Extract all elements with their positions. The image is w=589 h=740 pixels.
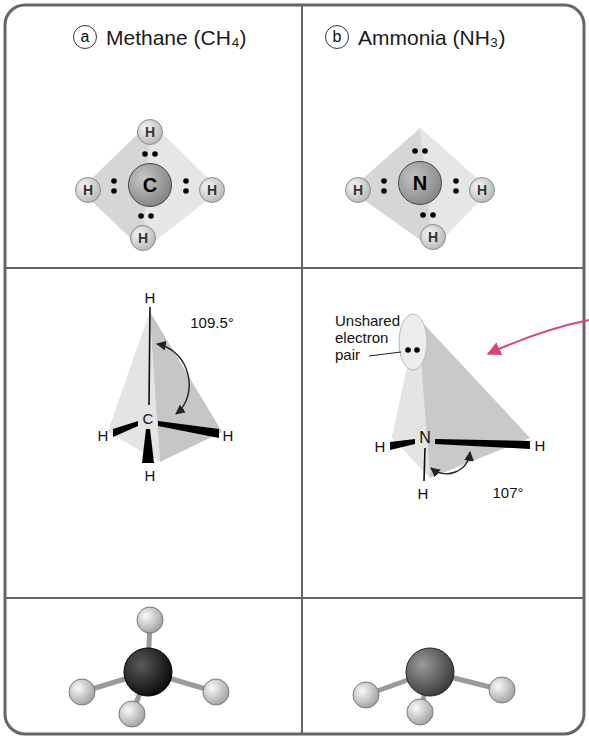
electron-dot xyxy=(453,188,459,194)
hydrogen-ball xyxy=(137,607,163,633)
panel-divider xyxy=(301,6,303,733)
wedge-bond xyxy=(113,421,138,437)
electron-dot xyxy=(111,178,117,184)
atom-letter: H xyxy=(83,183,93,197)
atom-letter: H xyxy=(145,125,155,139)
atom-letter: N xyxy=(413,173,427,193)
atom-label: H xyxy=(375,438,386,455)
angle-arrow xyxy=(431,452,470,474)
hydrogen-atom: H xyxy=(130,225,156,251)
wedge-bond xyxy=(158,421,219,438)
electron-dot xyxy=(183,178,189,184)
electron-dot xyxy=(183,188,189,194)
angle-arrow xyxy=(157,344,189,414)
hydrogen-ball xyxy=(407,699,433,725)
electron-dot xyxy=(111,188,117,194)
electron-dot xyxy=(152,151,158,157)
atom-label: H xyxy=(98,427,109,444)
panel-heading: Ammonia (NH₃) xyxy=(358,27,505,48)
atom-letter: b xyxy=(333,29,342,45)
annotation-arrow xyxy=(488,320,589,354)
wedge-bond xyxy=(390,439,415,450)
electron-dot xyxy=(412,148,418,154)
panel-frame xyxy=(5,5,584,734)
hydrogen-ball xyxy=(119,701,145,727)
atom-label: H xyxy=(418,485,429,502)
hydrogen-atom: H xyxy=(469,177,495,203)
angle-label: 107° xyxy=(492,484,523,501)
panel-letter: aMethane (CH₄) xyxy=(73,25,97,49)
lone-pair-lobe xyxy=(399,314,427,370)
atom-label: H xyxy=(535,437,546,454)
electron-pairs xyxy=(111,151,189,219)
leader-line xyxy=(369,352,401,356)
hydrogen-atom: H xyxy=(75,177,101,203)
hydrogen-atom: H xyxy=(420,224,446,250)
electron-dot xyxy=(381,178,387,184)
atom-letter: H xyxy=(477,183,487,197)
electron-dot xyxy=(420,212,426,218)
hydrogen-atom: H xyxy=(137,119,163,145)
stick-bonds xyxy=(82,620,216,714)
panel-letter: bAmmonia (NH₃) xyxy=(325,25,349,49)
nitrogen-ball xyxy=(406,648,454,696)
electron-dot xyxy=(148,213,154,219)
bond-line xyxy=(424,448,425,481)
atom-label: N xyxy=(419,429,431,446)
atom-letter: H xyxy=(353,183,363,197)
nitrogen-atom: N xyxy=(398,161,442,205)
electron-dot xyxy=(430,212,436,218)
electron-dot xyxy=(422,148,428,154)
electron-dot xyxy=(381,188,387,194)
panel-divider xyxy=(6,597,583,599)
tetrahedron-face xyxy=(418,318,530,478)
atom-letter: H xyxy=(138,231,148,245)
hydrogen-ball xyxy=(203,679,229,705)
atom-label: H xyxy=(145,467,156,484)
electron-dot xyxy=(142,151,148,157)
wedge-bond xyxy=(435,439,530,449)
electron-dot xyxy=(414,347,420,353)
angle-label: 109.5° xyxy=(190,314,234,331)
atom-letter: H xyxy=(428,230,438,244)
panel-divider xyxy=(6,267,583,269)
hydrogen-ball xyxy=(69,679,95,705)
electron-pairs xyxy=(381,148,459,218)
bond-line xyxy=(149,307,150,405)
atom-letter: a xyxy=(81,29,90,45)
carbon-atom: C xyxy=(128,163,172,207)
carbon-ball xyxy=(124,648,172,696)
electron-dot xyxy=(405,347,411,353)
wedge-bond xyxy=(142,429,154,463)
panel-heading: Methane (CH₄) xyxy=(106,27,246,48)
electron-dot xyxy=(138,213,144,219)
hydrogen-atom: H xyxy=(199,177,225,203)
atom-label: H xyxy=(145,289,156,306)
callout-label: Unshared electron pair xyxy=(335,312,413,363)
atom-label: H xyxy=(223,427,234,444)
atom-label: C xyxy=(143,410,154,427)
hydrogen-ball xyxy=(489,677,515,703)
electron-dot xyxy=(453,178,459,184)
hydrogen-ball xyxy=(353,682,379,708)
hydrogen-atom: H xyxy=(345,177,371,203)
atom-letter: H xyxy=(207,183,217,197)
atom-letter: C xyxy=(143,175,157,195)
tetrahedron-face xyxy=(150,312,222,462)
